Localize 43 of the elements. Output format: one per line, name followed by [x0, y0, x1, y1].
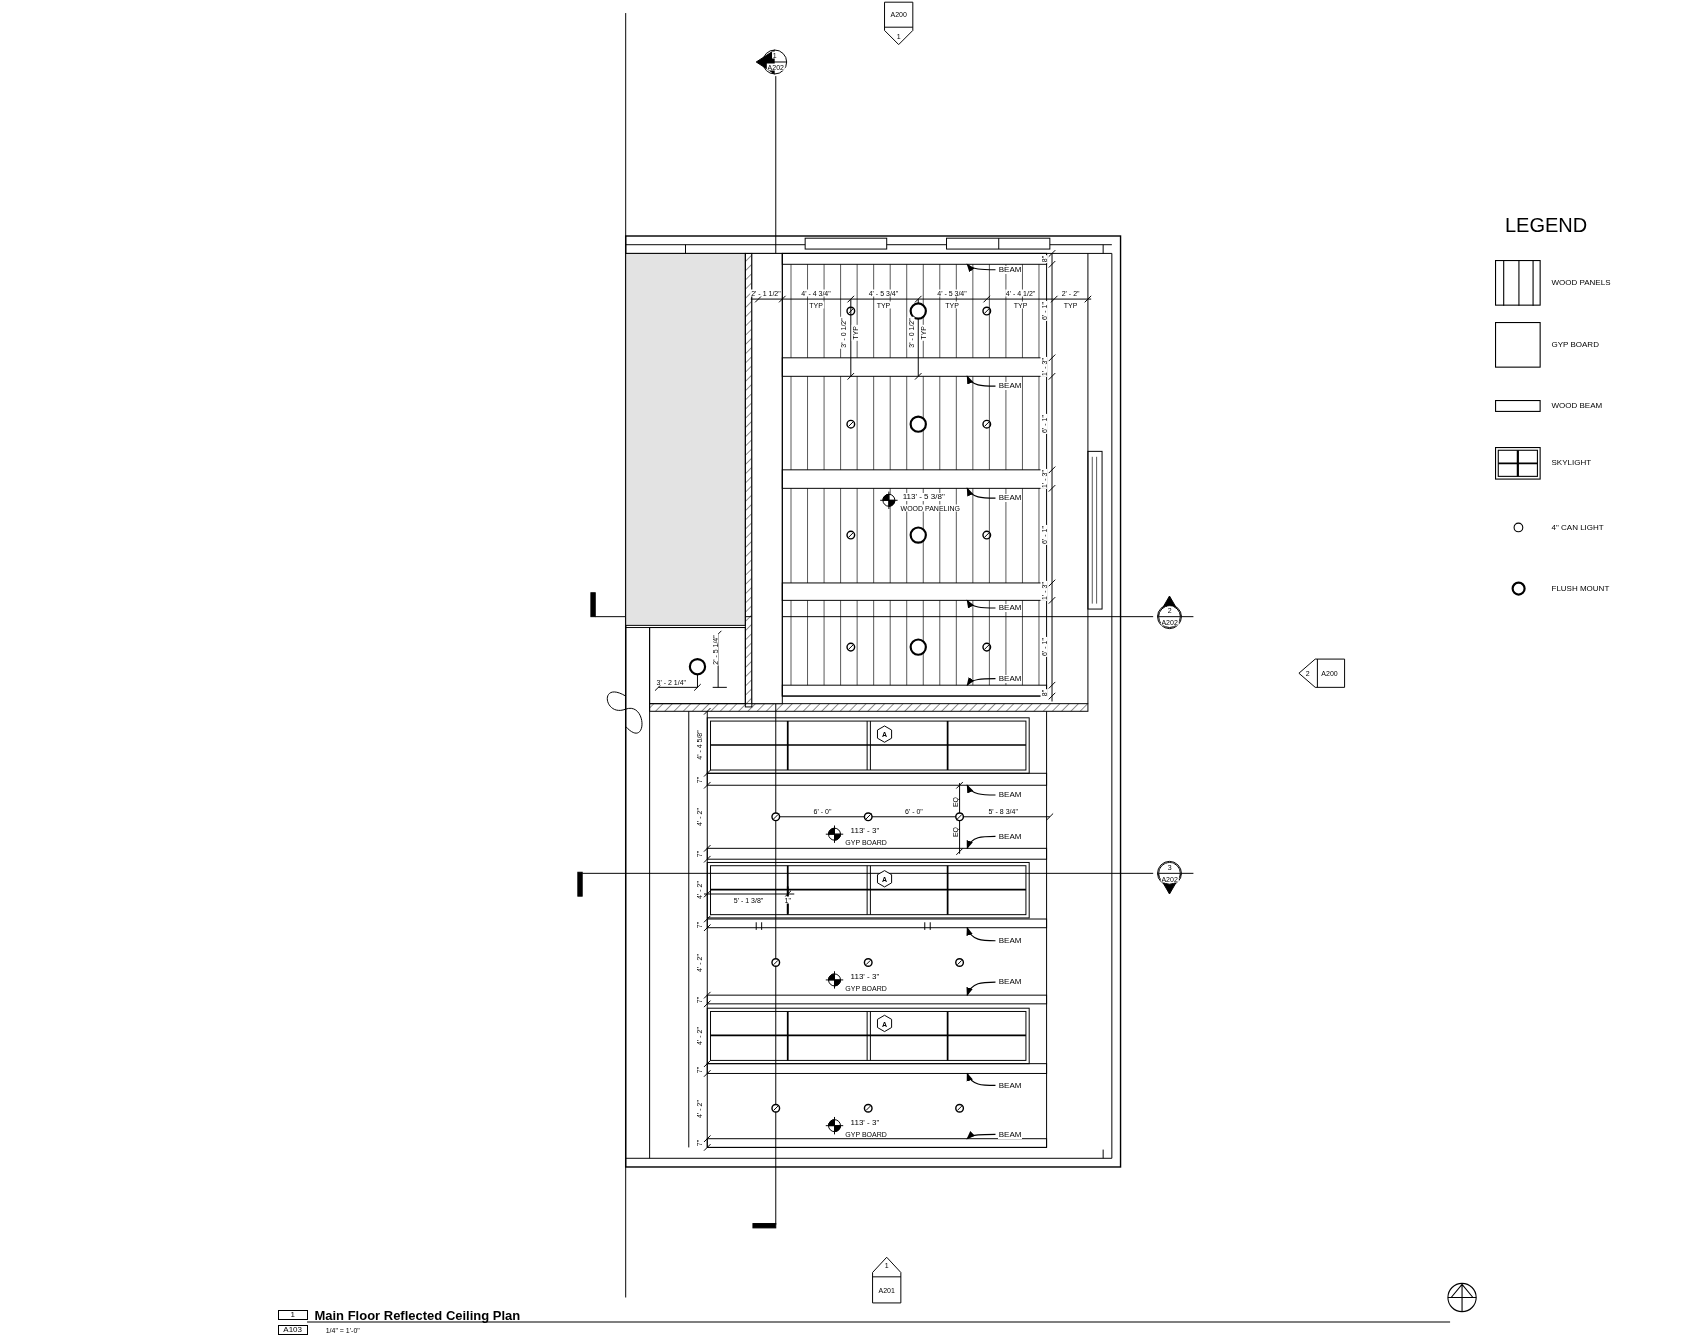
beam-callout: BEAM: [997, 382, 1023, 391]
beam-callout: BEAM: [997, 265, 1023, 274]
beam-callout: BEAM: [997, 494, 1023, 503]
leader-arrow: [966, 835, 996, 850]
sheet-reference: A103: [277, 1324, 308, 1335]
wood-beam: [706, 772, 1048, 786]
drawing-title: Main Floor Reflected Ceiling Plan: [314, 1308, 521, 1322]
legend-label: FLUSH MOUNT: [1551, 584, 1610, 593]
wood-beam: [706, 1063, 1048, 1074]
wood-beam: [781, 684, 1048, 697]
legend-label: 4" CAN LIGHT: [1551, 523, 1604, 532]
beam-callout: BEAM: [997, 937, 1023, 946]
ceiling-height-label: 113' - 5 3/8": [901, 493, 946, 502]
ceiling-height-label: 113' - 3": [849, 827, 881, 836]
leader-arrow: [966, 677, 996, 687]
legend-label: SKYLIGHT: [1551, 459, 1592, 468]
wood-beam: [706, 847, 1048, 860]
legend-label: GYP BOARD: [1551, 340, 1599, 349]
beam-callout: BEAM: [997, 1130, 1023, 1139]
leader-arrow: [966, 375, 996, 387]
legend-label: WOOD PANELS: [1551, 278, 1611, 287]
leader-arrow: [966, 263, 996, 272]
legend-label: WOOD BEAM: [1551, 401, 1603, 410]
beam-callout: BEAM: [997, 832, 1023, 841]
ceiling-height-label: 113' - 3": [849, 973, 881, 982]
leader-arrow: [966, 926, 996, 942]
wood-beam: [706, 918, 1048, 929]
leader-arrow: [966, 981, 996, 997]
wood-beam: [781, 252, 1048, 265]
leader-arrow: [966, 784, 996, 796]
leader-arrow: [966, 599, 996, 609]
beam-callout: BEAM: [997, 674, 1023, 683]
legend-title: LEGEND: [1504, 215, 1588, 236]
sheet-reference: 1: [277, 1310, 308, 1321]
beam-callout: BEAM: [997, 604, 1023, 613]
beam-callout: BEAM: [997, 1081, 1023, 1090]
leader-arrow: [966, 487, 996, 499]
beam-callout: BEAM: [997, 791, 1023, 800]
leader-arrow: [966, 1072, 996, 1086]
leader-arrow: [966, 1131, 996, 1140]
wood-beam: [706, 1138, 1048, 1148]
beam-callout: BEAM: [997, 978, 1023, 987]
wood-beam: [706, 994, 1048, 1005]
